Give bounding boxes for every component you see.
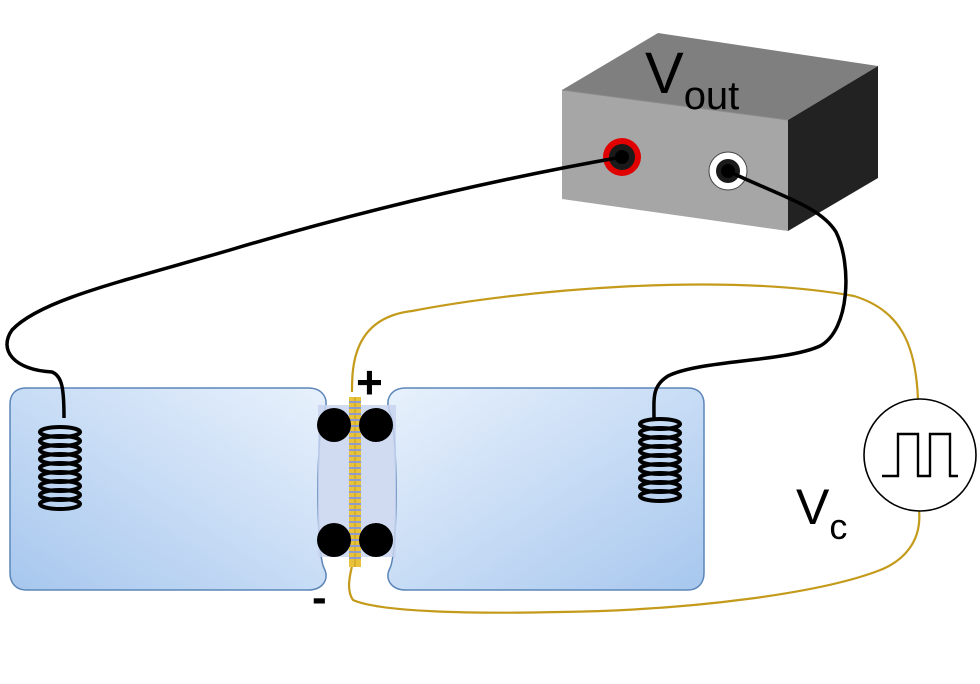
vc-label-main: V xyxy=(796,479,830,535)
left-electrode-coil xyxy=(38,425,82,511)
seal-dot-top-left xyxy=(317,408,351,442)
pulse-source xyxy=(863,398,977,512)
vout-label-main: V xyxy=(645,41,684,106)
vout-label-sub: out xyxy=(684,74,740,118)
vc-label: Vc xyxy=(796,479,847,547)
left-lead-wire xyxy=(5,155,623,419)
right-electrode-coil xyxy=(638,417,682,503)
voltmeter-side-face xyxy=(788,66,878,231)
voltmeter-top-face xyxy=(562,33,878,120)
seal-dot-bottom-right xyxy=(359,523,393,557)
seal-dot-top-right xyxy=(359,408,393,442)
voltmeter-front-face xyxy=(562,90,788,231)
vc-label-sub: c xyxy=(829,506,847,547)
seal-dot-bottom-left xyxy=(317,523,351,557)
square-wave-icon xyxy=(882,432,958,478)
seal-dots xyxy=(317,408,393,557)
minus-label: - xyxy=(312,573,327,622)
control-wire xyxy=(347,283,921,614)
plus-label: + xyxy=(356,356,383,408)
right-lead-wire xyxy=(652,169,848,419)
voltmeter-box: Vout xyxy=(561,33,878,231)
vout-label: Vout xyxy=(645,41,739,118)
